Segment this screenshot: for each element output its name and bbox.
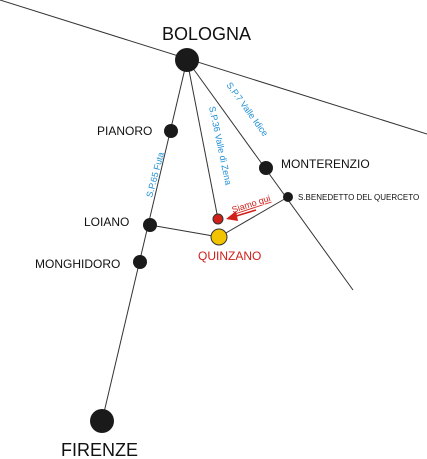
pianoro-label: PIANORO [97, 124, 152, 138]
monghidoro-dot [133, 255, 147, 269]
sp7-label: S.P.7 Valle Idice [224, 80, 270, 138]
road-quinzano-sanbenedetto [218, 196, 289, 238]
road-sp36 [186, 59, 219, 220]
pianoro-dot [164, 124, 178, 138]
bologna-label: BOLOGNA [162, 24, 251, 44]
monterenzio-label: MONTERENZIO [281, 157, 370, 171]
road-loiano-quinzano [149, 224, 220, 238]
bologna-dot [175, 48, 199, 72]
here-arrow-icon [226, 211, 238, 221]
sp65-label: S.P.65 Futa [144, 151, 166, 198]
quinzano-dot [210, 228, 228, 246]
monterenzio-dot [259, 161, 273, 175]
monghidoro-label: MONGHIDORO [35, 257, 120, 271]
sp36-label: S.P.36 Valle di Zena [207, 105, 233, 186]
loiano-dot [143, 218, 157, 232]
road-sp7 [186, 59, 354, 291]
san-benedetto-dot [283, 192, 293, 202]
firenze-label: FIRENZE [61, 440, 138, 459]
san-benedetto-label: S.BENEDETTO DEL QUERCETO [298, 193, 419, 202]
loiano-label: LOIANO [84, 215, 129, 229]
road-sp65 [101, 59, 188, 422]
firenze-dot [90, 409, 114, 433]
here-red-dot [212, 213, 224, 225]
quinzano-label: QUINZANO [198, 249, 261, 263]
highway-line [0, 0, 427, 135]
